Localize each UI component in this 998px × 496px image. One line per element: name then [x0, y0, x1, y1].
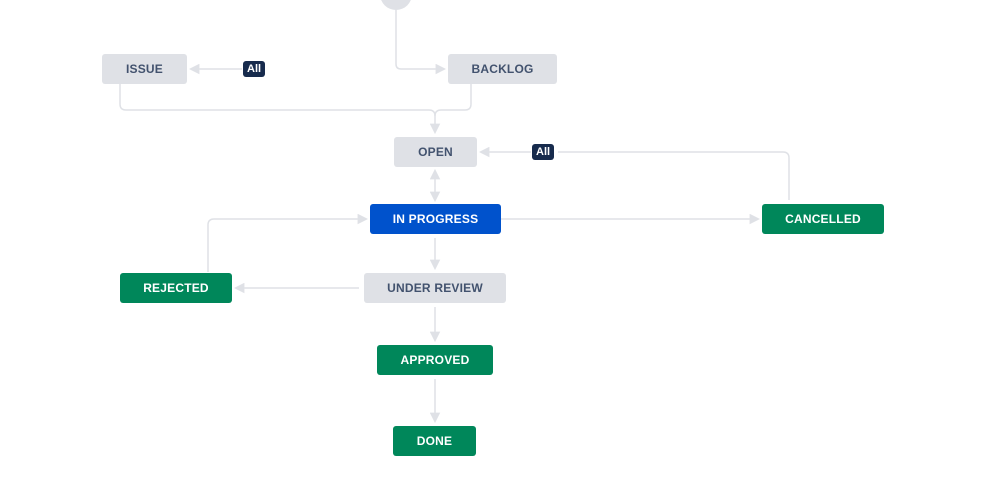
status-under-review[interactable]: UNDER REVIEW [364, 273, 506, 303]
transition-start-to-backlog [395, 10, 447, 75]
status-done[interactable]: DONE [393, 426, 476, 456]
transition-backlog-to-open [434, 84, 472, 117]
transition-issue-to-open [119, 84, 441, 135]
status-rejected[interactable]: REJECTED [120, 273, 232, 303]
status-cancelled[interactable]: CANCELLED [762, 204, 884, 234]
status-backlog[interactable]: BACKLOG [448, 54, 557, 84]
all-transition-badge-issue[interactable]: All [243, 61, 266, 77]
status-issue[interactable]: ISSUE [102, 54, 187, 84]
transition-cancelled-to-open [558, 151, 790, 200]
status-approved[interactable]: APPROVED [377, 345, 493, 375]
status-in-progress[interactable]: IN PROGRESS [370, 204, 501, 234]
start-node [380, 0, 412, 10]
transition-rejected-to-in-progress [207, 213, 369, 272]
status-open[interactable]: OPEN [394, 137, 477, 167]
all-transition-badge-open[interactable]: All [532, 144, 555, 160]
